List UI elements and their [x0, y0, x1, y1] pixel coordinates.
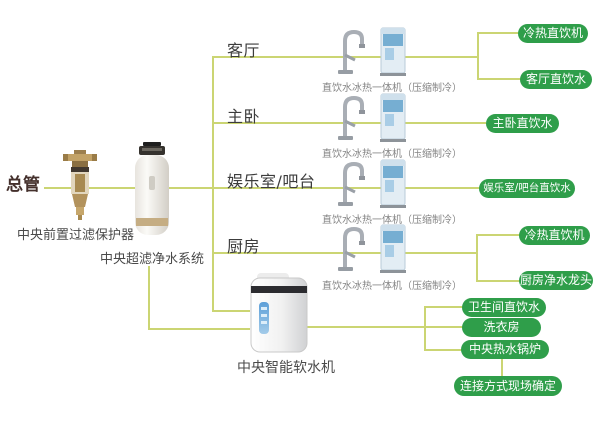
- output-tag-bathroom-water: 卫生间直饮水: [462, 298, 546, 317]
- output-tag-laundry-room: 洗衣房: [462, 318, 541, 337]
- room-label-game-room-bar: 娱乐室/吧台: [227, 172, 316, 191]
- kitchen-bracket-line: [476, 234, 478, 282]
- dispenser-caption-living-room: 直饮水冰热一体机（压缩制冷）: [322, 83, 462, 94]
- bathroom-stub-line: [424, 306, 464, 308]
- ultrafiltration-device-image: [135, 142, 169, 235]
- prefilter-device-image: [63, 150, 97, 220]
- output-tag-kitchen-purified-faucet: 厨房净水龙头: [519, 271, 593, 290]
- ultrafiltration-to-softener-line: [148, 328, 250, 330]
- prefilter-label: 中央前置过滤保护器: [17, 228, 135, 243]
- faucet-dispenser-image-kitchen: [338, 224, 406, 273]
- output-tag-hot-cold-dispenser-1: 冷热直饮机: [518, 24, 588, 43]
- room-label-living-room: 客厅: [227, 41, 261, 60]
- dispenser-caption-game-room-bar: 直饮水冰热一体机（压缩制冷）: [322, 215, 462, 226]
- laundry-stub-line: [424, 326, 464, 328]
- softener-label: 中央智能软水机: [237, 360, 335, 376]
- main-pipe-label: 总管: [6, 175, 40, 195]
- softener-output-line: [305, 326, 426, 328]
- living-room-stub-top: [477, 32, 519, 34]
- output-tag-living-room-water: 客厅直饮水: [520, 70, 592, 89]
- output-tag-central-boiler: 中央热水锅炉: [461, 340, 549, 359]
- dispenser-caption-kitchen: 直饮水冰热一体机（压缩制冷）: [322, 281, 462, 292]
- output-tag-game-room-bar-water: 娱乐室/吧台直饮水: [479, 179, 575, 198]
- softener-bracket-line: [424, 306, 426, 351]
- faucet-dispenser-image-living-room: [338, 27, 406, 76]
- dispenser-caption-master-bedroom: 直饮水冰热一体机（压缩制冷）: [322, 149, 462, 160]
- main-supply-line: [44, 187, 480, 189]
- boiler-stub-line: [424, 349, 463, 351]
- note-tag-connection-on-site: 连接方式现场确定: [454, 376, 562, 396]
- kitchen-stub-bottom: [476, 280, 520, 282]
- room-label-master-bedroom: 主卧: [227, 107, 261, 126]
- softener-device-image: [250, 273, 308, 353]
- note-connector-line: [501, 359, 503, 376]
- ultrafiltration-down-line: [148, 266, 150, 330]
- faucet-dispenser-image-master-bedroom: [338, 93, 406, 142]
- trunk-line: [212, 56, 214, 312]
- living-room-stub-bottom: [477, 78, 521, 80]
- faucet-dispenser-image-game-room-bar: [338, 159, 406, 208]
- living-room-bracket-line: [477, 32, 479, 80]
- room-label-kitchen: 厨房: [227, 237, 261, 256]
- ultrafiltration-label: 中央超滤净水系统: [100, 252, 205, 267]
- trunk-to-softener-line: [212, 310, 250, 312]
- output-tag-master-bedroom-water: 主卧直饮水: [486, 114, 559, 133]
- kitchen-stub-top: [476, 234, 521, 236]
- output-tag-hot-cold-dispenser-2: 冷热直饮机: [519, 226, 590, 245]
